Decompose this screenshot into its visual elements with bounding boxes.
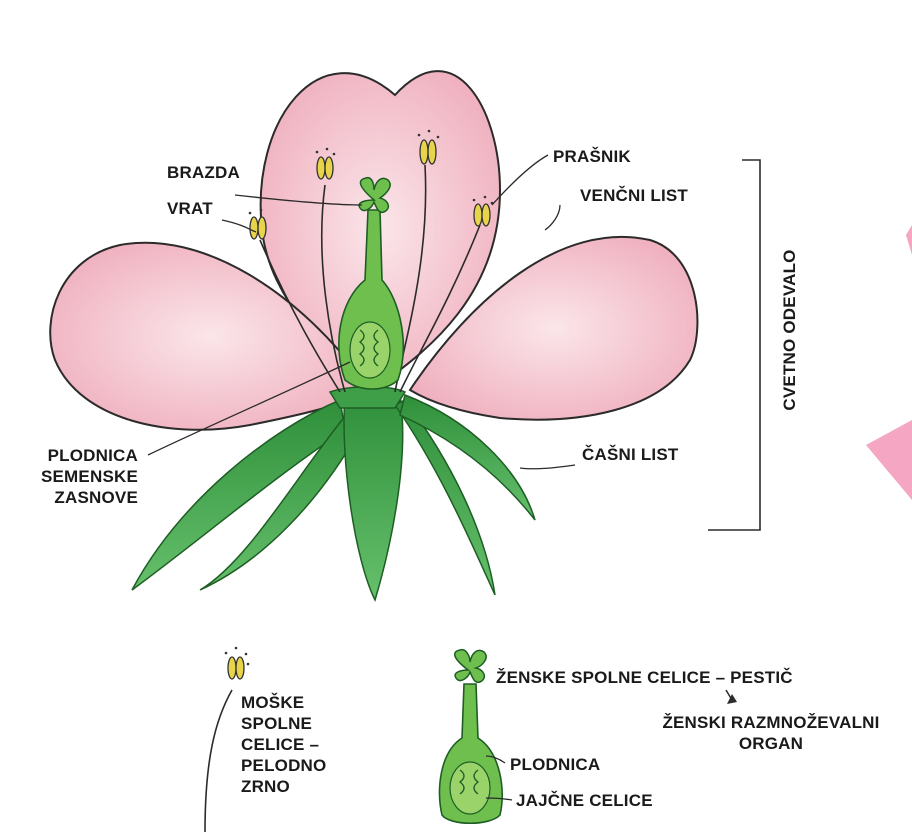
pink-accent-triangle [866,420,912,500]
sepal-center [344,395,403,600]
label-line: SPOLNE [241,713,326,734]
label-line: ZRNO [241,776,326,797]
label-prasnik: PRAŠNIK [553,146,631,167]
label-line: CELICE – [241,734,326,755]
label-brazda: BRAZDA [167,162,240,183]
label-line: SEMENSKE [20,466,138,487]
label-vencni-list: VENČNI LIST [580,185,688,206]
pistil-detail [439,650,502,824]
label-line: MOŠKE [241,692,326,713]
label-cvetno-odevalo: CVETNO ODEVALO [780,249,800,410]
label-vrat: VRAT [167,198,213,219]
label-jajcne-celice: JAJČNE CELICE [516,790,653,811]
label-line: ŽENSKI RAZMNOŽEVALNI [640,712,902,733]
label-plodnica-semenske-zasnove: PLODNICA SEMENSKE ZASNOVE [20,445,138,508]
label-plodnica: PLODNICA [510,754,600,775]
label-line: ZASNOVE [20,487,138,508]
label-line: ORGAN [640,733,902,754]
bracket [708,160,760,530]
arrow-icon [726,690,737,704]
label-zenske-spolne-celice: ŽENSKE SPOLNE CELICE – PESTIČ [496,667,793,688]
label-line: PLODNICA [20,445,138,466]
label-moske-spolne-celice: MOŠKE SPOLNE CELICE – PELODNO ZRNO [241,692,326,797]
receptacle [330,387,405,408]
label-zenski-organ: ŽENSKI RAZMNOŽEVALNI ORGAN [640,712,902,754]
label-line: PELODNO [241,755,326,776]
label-casni-list: ČAŠNI LIST [582,444,678,465]
pink-accent-sliver [906,225,912,255]
